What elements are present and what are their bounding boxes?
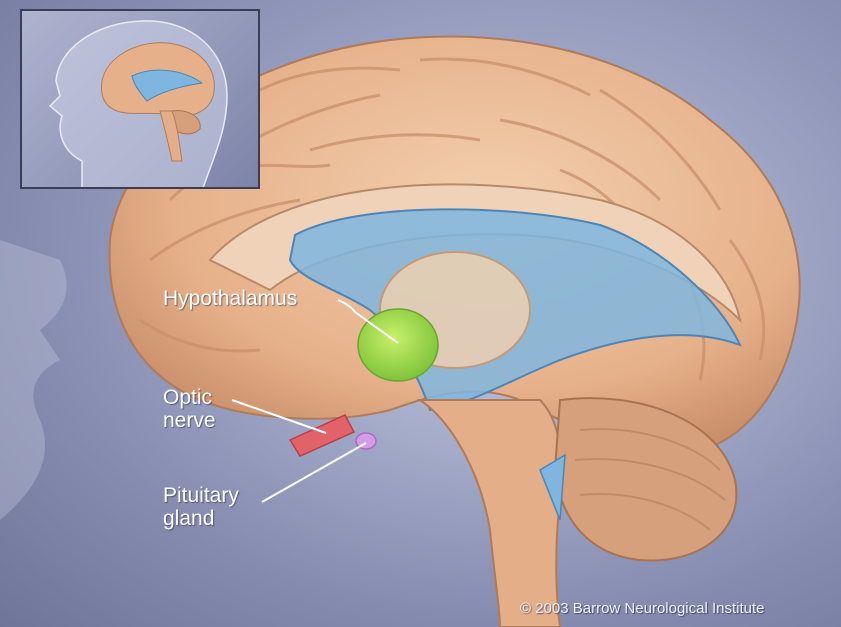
hypothalamus-label-text: Hypothalamus — [163, 287, 297, 310]
hypothalamus-label: Hypothalamus — [163, 287, 297, 310]
optic-nerve-label-line2: nerve — [163, 409, 216, 432]
face-profile — [0, 240, 67, 520]
pituitary-label-line1: Pituitary — [163, 484, 239, 507]
copyright-notice: © 2003 Barrow Neurological Institute — [520, 600, 765, 617]
pituitary-label-line2: gland — [163, 507, 239, 530]
hypothalamus — [358, 309, 438, 381]
optic-nerve-label: Optic nerve — [163, 386, 216, 432]
optic-nerve-label-line1: Optic — [163, 386, 216, 409]
inset-head-thumbnail — [20, 9, 260, 189]
pituitary-gland-label: Pituitary gland — [163, 484, 239, 530]
inset-head-drawing — [22, 11, 260, 189]
